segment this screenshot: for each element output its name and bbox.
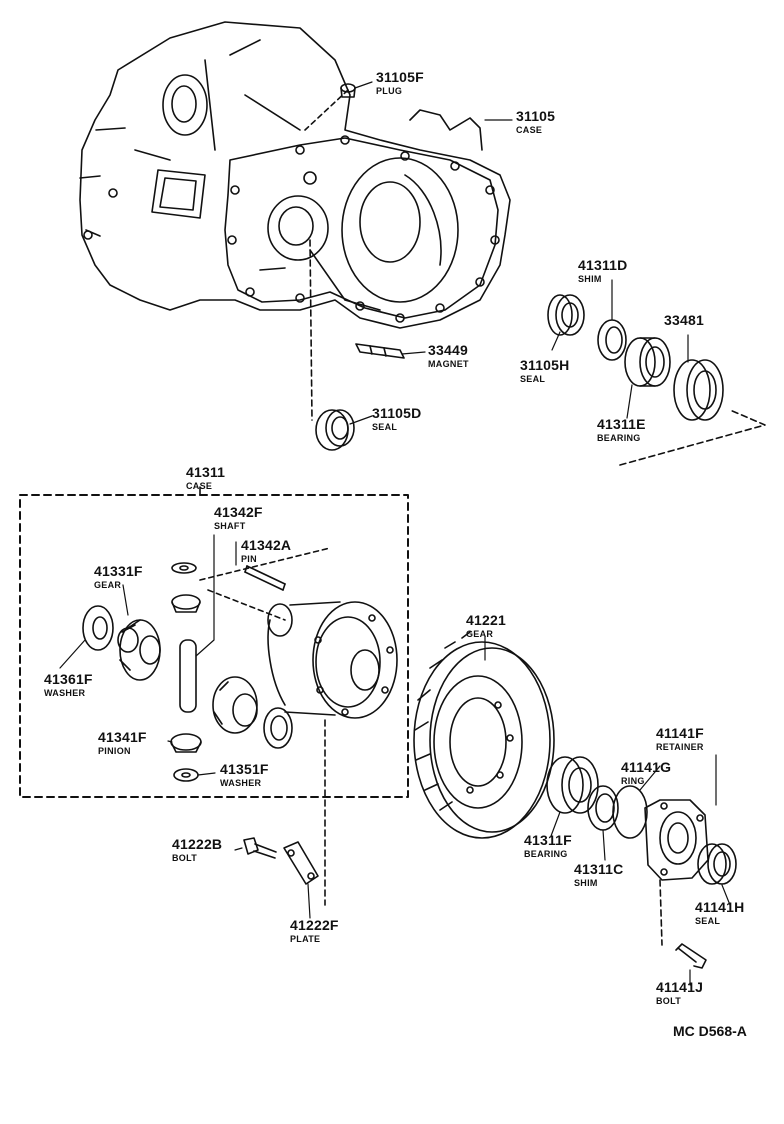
leader-bearing-group <box>619 409 766 466</box>
part-number-41311D: 41311D <box>578 257 628 273</box>
part-number-41341F: 41341F <box>98 729 147 745</box>
shim-41311D-drawing <box>597 319 627 361</box>
part-number-41311E: 41311E <box>597 416 646 432</box>
part-number-31105: 31105 <box>516 108 556 124</box>
part-number-41141J: 41141J <box>656 979 704 995</box>
part-name-plug: PLUG <box>376 86 403 96</box>
bearing-41311E-drawing <box>624 337 671 387</box>
diagram-reference-code: MC D568-A <box>673 1023 747 1039</box>
part-number-41141H: 41141H <box>695 899 745 915</box>
part-name-plate: PLATE <box>290 934 321 944</box>
part-number-41221: 41221 <box>466 612 506 628</box>
part-name-seal-31105D: SEAL <box>372 422 398 432</box>
part-name-shaft: SHAFT <box>214 521 246 531</box>
part-number-41342A: 41342A <box>241 537 292 553</box>
pinion-shaft-drawing <box>179 534 215 713</box>
magnet-drawing <box>355 343 405 359</box>
leader-bolt-axis <box>659 879 663 946</box>
ring-41141G-drawing <box>612 785 648 839</box>
part-name-retainer: RETAINER <box>656 742 704 752</box>
plate-41222F-drawing <box>283 841 319 885</box>
part-number-41311C: 41311C <box>574 861 624 877</box>
part-name-bolt-41222B: BOLT <box>172 853 198 863</box>
washer-41361F-drawing <box>82 605 114 651</box>
part-name-ring: RING <box>621 776 645 786</box>
callout-leader-lines <box>59 81 731 986</box>
leader-shaft-axis <box>207 589 286 621</box>
part-name-gear-41221: GEAR <box>466 629 494 639</box>
ring-gear-drawing <box>413 631 555 839</box>
washer-top-drawing <box>171 562 197 574</box>
part-number-31105F: 31105F <box>376 69 424 85</box>
part-name-case-41311: CASE <box>186 481 213 491</box>
part-name-pin: PIN <box>241 554 257 564</box>
part-number-41222F: 41222F <box>290 917 339 933</box>
part-name-pinion: PINION <box>98 746 131 756</box>
part-number-31105H: 31105H <box>520 357 570 373</box>
leader-seal-axis <box>309 239 313 421</box>
part-name-shim-41311D: SHIM <box>578 274 602 284</box>
part-name-bearing-41311E: BEARING <box>597 433 641 443</box>
part-name-seal-41141H: SEAL <box>695 916 721 926</box>
lock-pin-drawing <box>244 565 286 591</box>
part-number-41361F: 41361F <box>44 671 93 687</box>
part-number-41222B: 41222B <box>172 836 223 852</box>
differential-case-group-box <box>19 494 409 798</box>
part-number-41311: 41311 <box>186 464 226 480</box>
washer-right-drawing <box>263 707 293 749</box>
part-name-magnet: MAGNET <box>428 359 469 369</box>
part-name-bolt-41141J: BOLT <box>656 996 682 1006</box>
seal-31105H-drawing <box>547 294 585 336</box>
part-number-41141F: 41141F <box>656 725 704 741</box>
part-number-33481: 33481 <box>664 312 704 328</box>
differential-case-drawing <box>267 601 398 719</box>
part-number-41141G: 41141G <box>621 759 672 775</box>
side-gear-41331F-drawing <box>117 619 161 681</box>
bolt-41222B-drawing <box>243 837 277 859</box>
part-name-seal-31105H: SEAL <box>520 374 546 384</box>
seal-31105D-drawing <box>315 409 355 451</box>
leader-plug <box>304 89 349 131</box>
part-name-shim-41311C: SHIM <box>574 878 598 888</box>
part-number-31105D: 31105D <box>372 405 422 421</box>
bolt-41141J-drawing <box>675 943 707 969</box>
transaxle-case-drawing <box>79 21 511 329</box>
leader-pin-axis <box>199 547 331 581</box>
part-name-washer-41351F: WASHER <box>220 778 262 788</box>
part-name-bearing-41311F: BEARING <box>524 849 568 859</box>
part-number-41351F: 41351F <box>220 761 269 777</box>
pinion-top-drawing <box>171 594 201 613</box>
washer-41351F-drawing <box>173 768 199 782</box>
seal-41141H-drawing <box>697 843 737 885</box>
part-number-41331F: 41331F <box>94 563 143 579</box>
part-name-case: CASE <box>516 125 543 135</box>
part-name-washer-41361F: WASHER <box>44 688 86 698</box>
part-number-33449: 33449 <box>428 342 468 358</box>
bearing-41311F-drawing <box>546 756 599 814</box>
part-number-41342F: 41342F <box>214 504 263 520</box>
side-gear-right-drawing <box>212 676 258 734</box>
part-name-gear-41331F: GEAR <box>94 580 122 590</box>
pinion-41341F-drawing <box>170 733 202 753</box>
bearing-race-33481-drawing <box>673 359 724 421</box>
part-number-41311F: 41311F <box>524 832 572 848</box>
